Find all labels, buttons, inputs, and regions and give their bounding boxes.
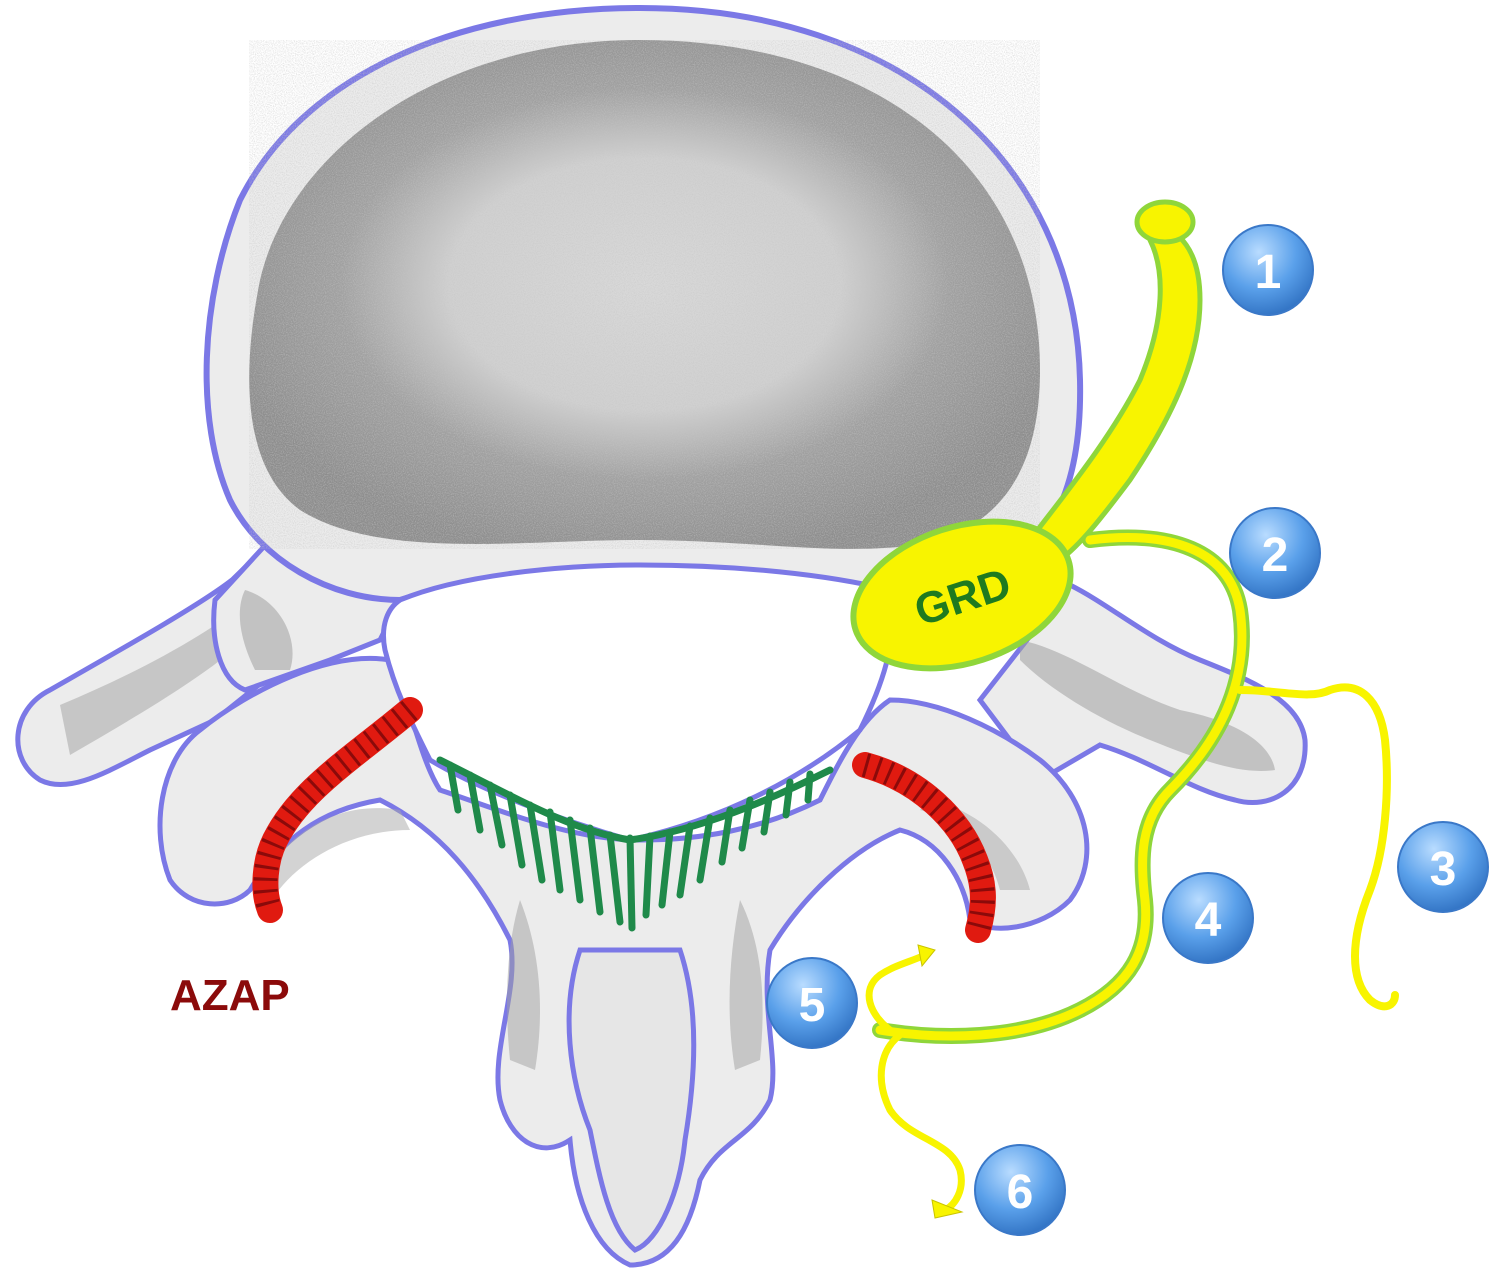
badge-3: 3 (1398, 822, 1488, 912)
arrow-head-5 (918, 945, 935, 966)
badge-5: 5 (767, 958, 857, 1048)
badge-6: 6 (975, 1145, 1065, 1235)
nerve-branch-5 (869, 955, 925, 1030)
badge-6-number: 6 (1007, 1166, 1034, 1219)
badge-5-number: 5 (799, 979, 826, 1032)
badge-4: 4 (1163, 873, 1253, 963)
badge-2: 2 (1230, 508, 1320, 598)
vertebral-body (207, 8, 1081, 600)
badge-1-number: 1 (1255, 246, 1282, 299)
badge-3-number: 3 (1430, 843, 1457, 896)
joint-label: AZAP (170, 971, 290, 1020)
badge-4-number: 4 (1195, 894, 1222, 947)
badge-2-number: 2 (1262, 529, 1289, 582)
nerve-branch-6 (881, 1035, 961, 1210)
nerve-root-end (1137, 202, 1193, 242)
badge-1: 1 (1223, 225, 1313, 315)
